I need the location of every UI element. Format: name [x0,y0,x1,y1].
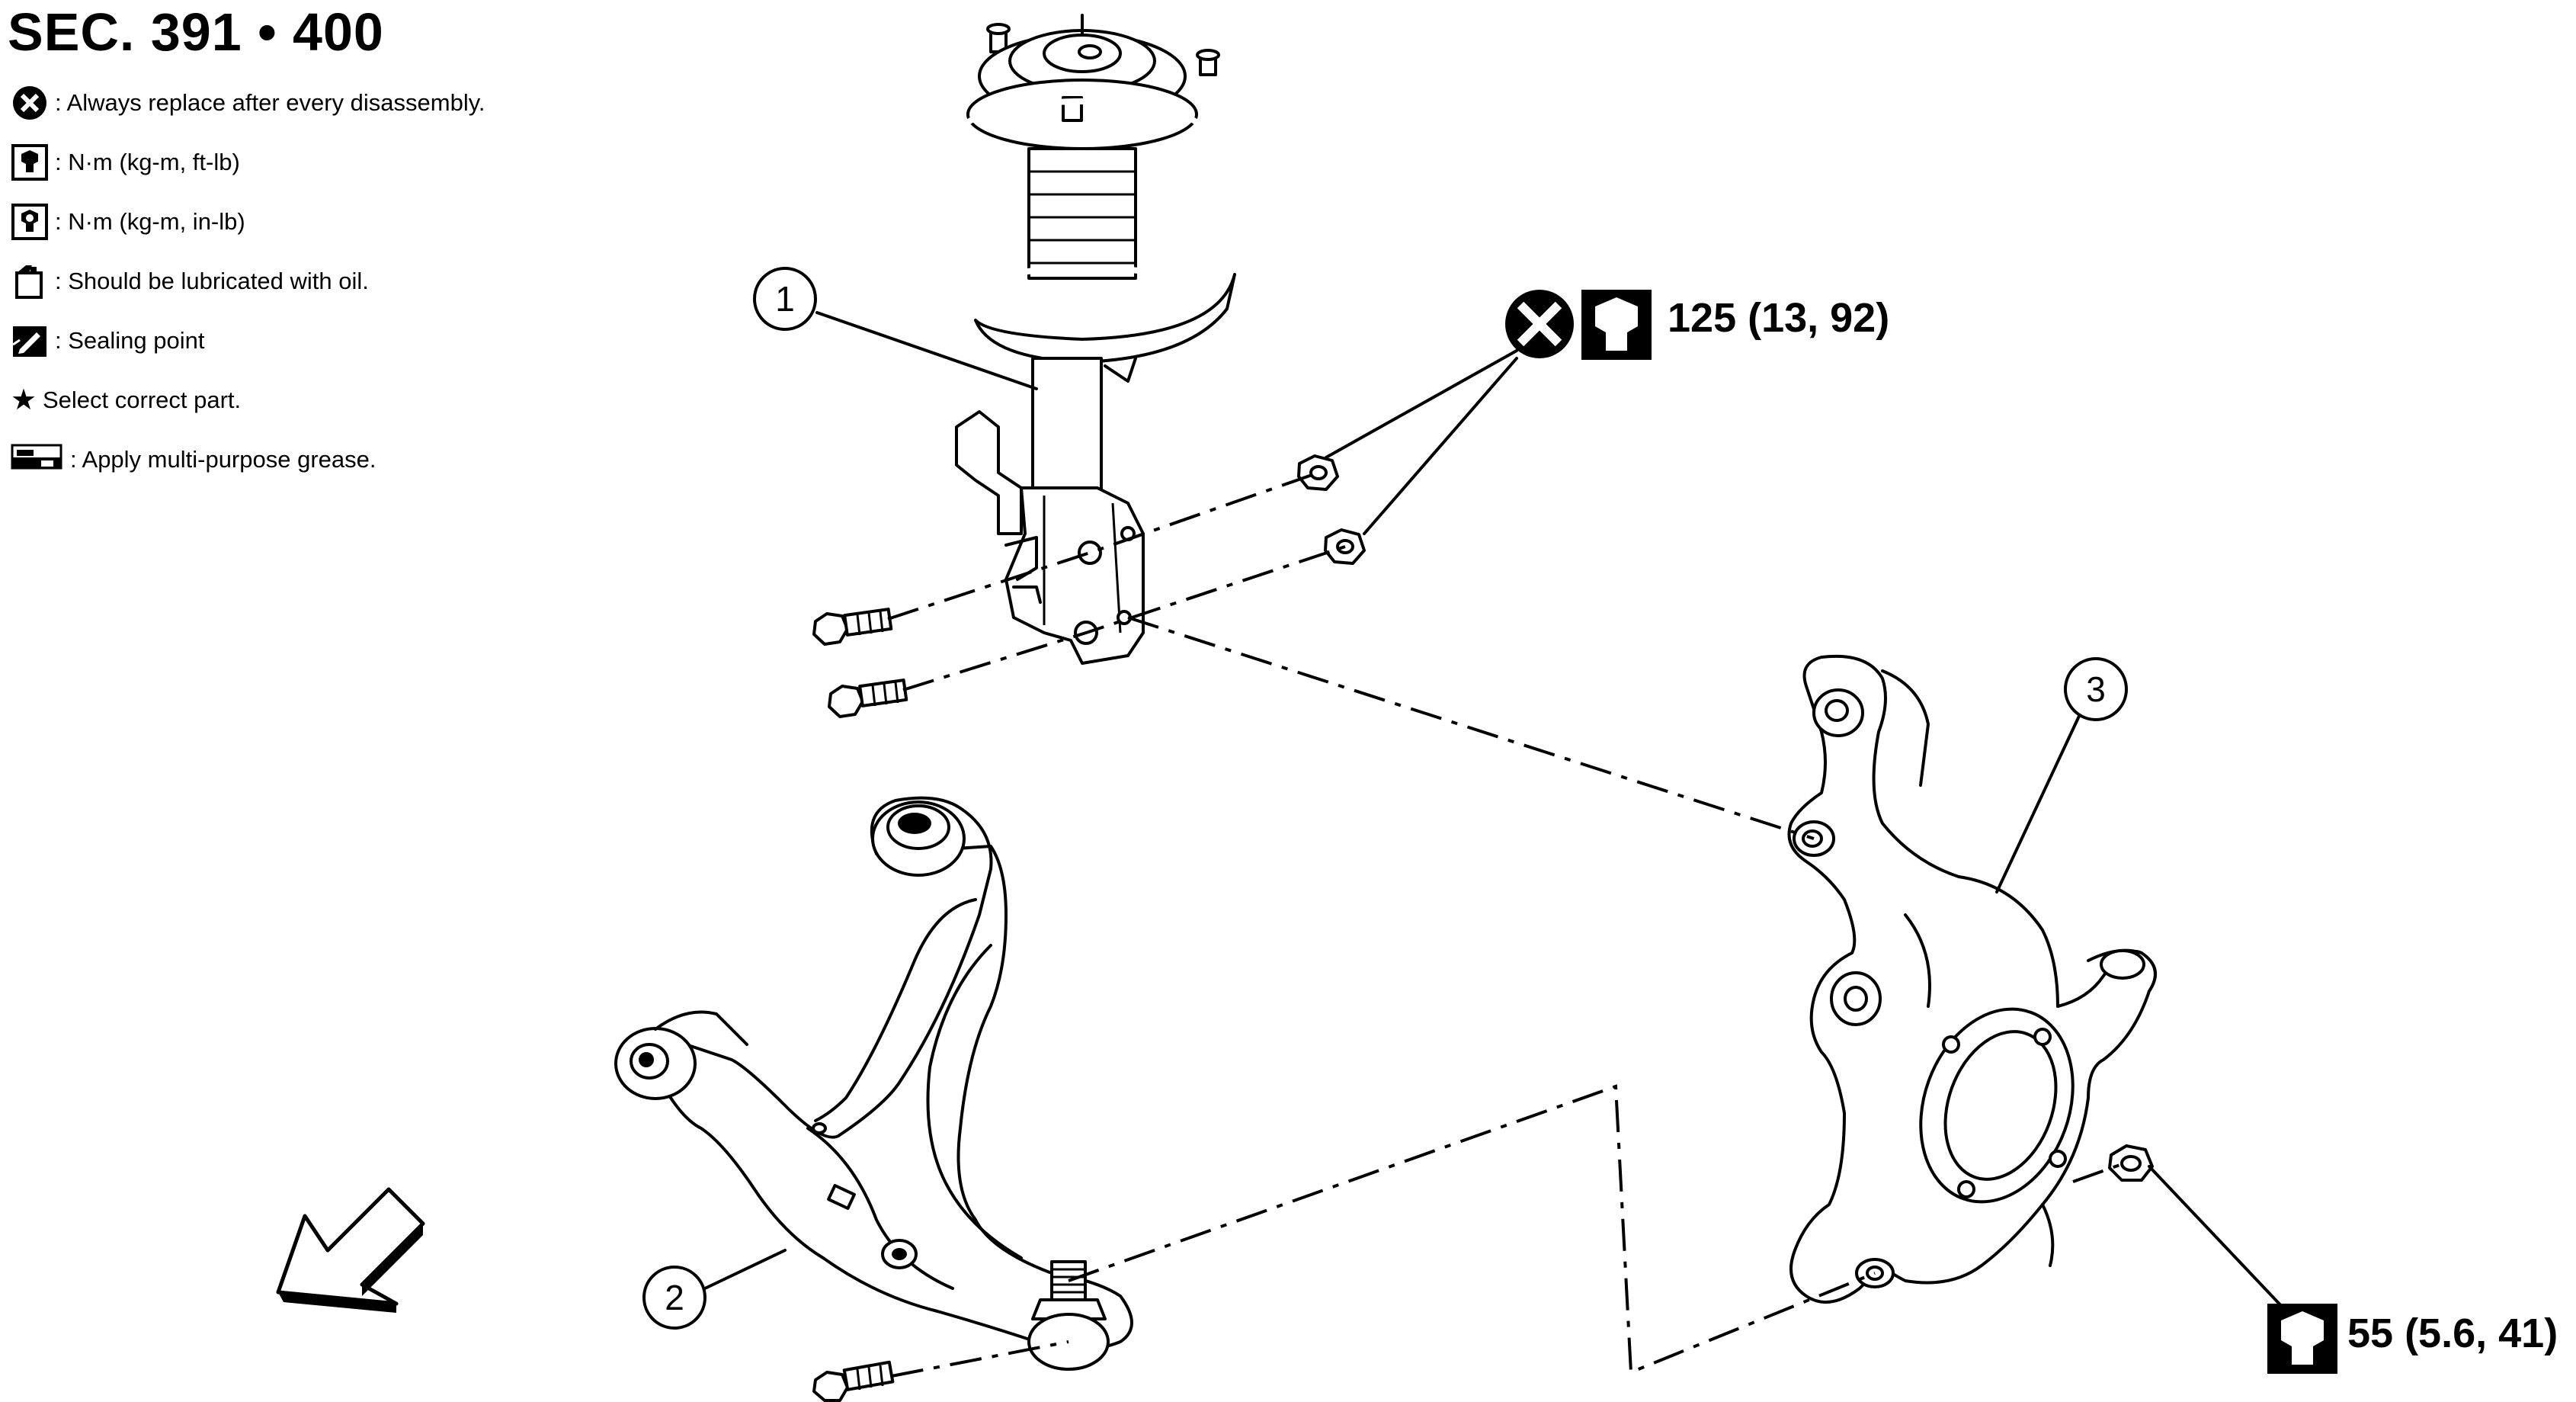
transverse-link [614,796,1133,1371]
leader-lines [703,311,2288,1313]
legend-text-sealing: : Sealing point [55,327,205,354]
strut-bolt-lower [828,679,908,718]
torque-value-ball-joint-nut: 55 (5.6, 41) [2347,1311,2558,1356]
legend-text-replace: : Always replace after every disassembly… [55,89,485,116]
legend-item-sealing: : Sealing point [11,319,485,363]
oil-icon [11,262,49,300]
svg-text:2: 2 [665,1278,684,1317]
torque-ftlb-icon [11,143,49,181]
legend-item-torque-ftlb: : N·m (kg-m, ft-lb) [11,140,485,184]
torque-inlb-icon [11,203,49,241]
steering-knuckle [1787,654,2157,1304]
part-number-1: 1 [753,267,817,331]
assembly-guide-lines [887,471,2127,1378]
replace-icon [11,84,49,122]
ball-joint-nut [2108,1144,2154,1182]
strut-nut-upper [1297,454,1339,491]
replace-icon [1505,290,1574,358]
symbol-legend: : Always replace after every disassembly… [11,81,485,497]
torque-ftlb-icon [1581,290,1652,360]
torque-value-strut-bolts: 125 (13, 92) [1668,295,1890,341]
front-direction-arrow-icon [276,1187,425,1313]
part-number-2: 2 [642,1266,706,1330]
svg-text:3: 3 [2086,669,2106,709]
grease-icon [11,441,64,479]
legend-item-torque-inlb: : N·m (kg-m, in-lb) [11,200,485,244]
strut-assembly [955,14,1236,665]
section-title: SEC. 391 • 400 [8,2,384,62]
coil-spring [957,98,1215,338]
star-icon: ★ [11,384,37,416]
torque-ftlb-icon [2267,1304,2337,1374]
legend-item-replace: : Always replace after every disassembly… [11,81,485,125]
strut-bolt-upper [812,608,893,646]
legend-item-oil: : Should be lubricated with oil. [11,259,485,303]
link-bolt [812,1360,895,1402]
legend-text-star: Select correct part. [43,387,242,413]
legend-text-oil: : Should be lubricated with oil. [55,268,369,294]
svg-text:1: 1 [775,279,795,319]
legend-item-star: ★ Select correct part. [11,378,485,422]
legend-text-grease: : Apply multi-purpose grease. [70,446,376,473]
legend-text-torque-inlb: : N·m (kg-m, in-lb) [55,208,245,235]
legend-text-torque-ftlb: : N·m (kg-m, ft-lb) [55,149,240,175]
sealing-icon [11,322,49,360]
part-number-3: 3 [2064,657,2128,721]
legend-item-grease: : Apply multi-purpose grease. [11,438,485,482]
ball-joint [1027,1260,1110,1371]
